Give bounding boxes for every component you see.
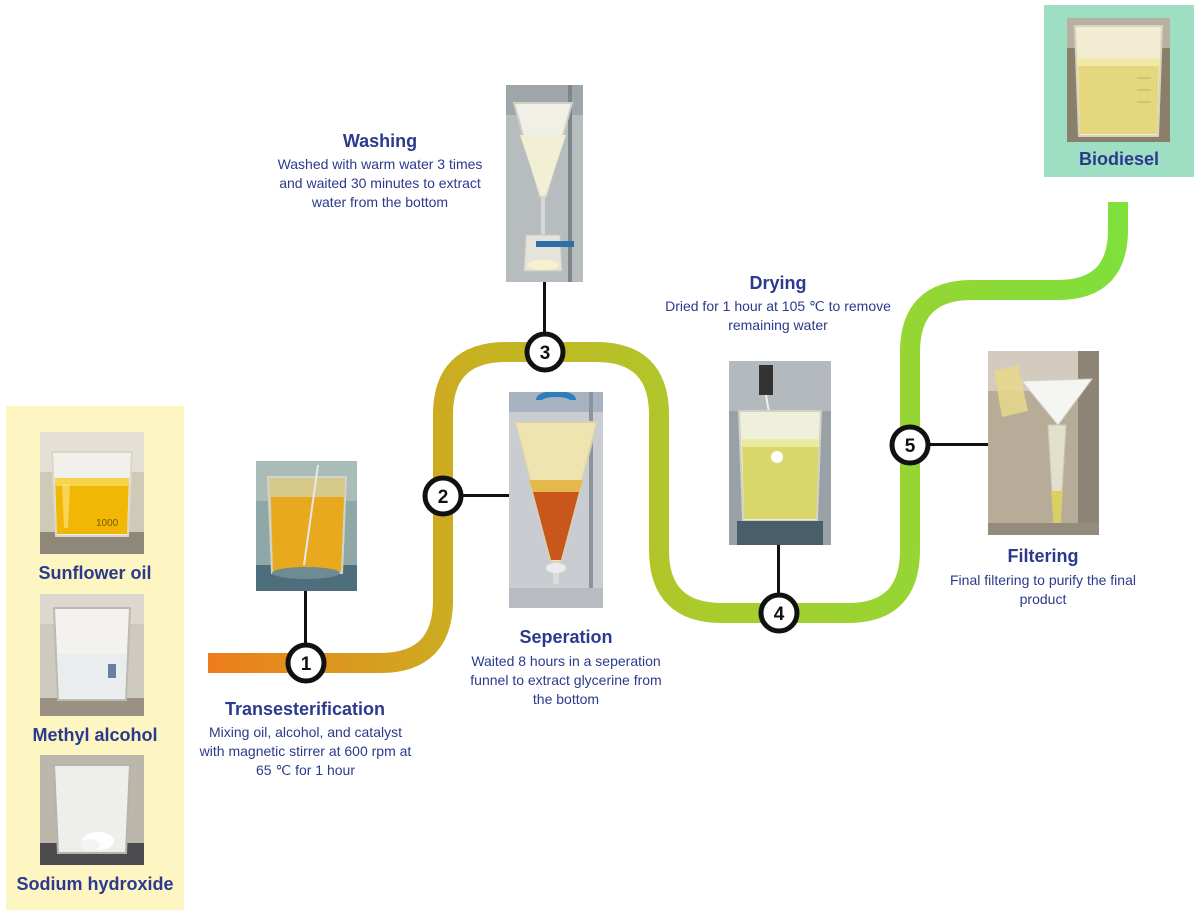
filtering-photo (988, 351, 1099, 535)
connector-line-2 (460, 494, 510, 497)
step-description-washing: Washed with warm water 3 times and waite… (277, 156, 483, 210)
transesterification-photo (256, 461, 357, 591)
step-number-1: 1 (301, 654, 312, 675)
step-description-transesterification: Mixing oil, alcohol, and catalyst with m… (199, 724, 412, 778)
connector-line-4 (777, 545, 780, 597)
biodiesel-photo (1067, 18, 1170, 142)
step-number-5: 5 (905, 436, 916, 457)
output-label-biodiesel: Biodiesel (1078, 149, 1160, 169)
svg-text:1000: 1000 (96, 518, 119, 529)
step-number-2: 2 (438, 487, 449, 508)
methyl-alcohol-photo (40, 594, 144, 716)
input-label-sunflower-oil: Sunflower oil (38, 563, 152, 583)
connector-line-1 (304, 590, 307, 648)
connector-line-3 (543, 282, 546, 334)
step-marker-3: 3 (524, 331, 566, 373)
washing-photo (506, 85, 583, 282)
step-marker-4: 4 (758, 592, 800, 634)
step-title-transesterification: Transesterification (224, 699, 386, 719)
step-marker-2: 2 (422, 475, 464, 517)
step-description-drying: Dried for 1 hour at 105 ℃ to remove rema… (665, 298, 891, 333)
sodium-hydroxide-photo (40, 755, 144, 865)
input-label-methyl-alcohol: Methyl alcohol (32, 725, 158, 745)
step-title-washing: Washing (342, 131, 418, 151)
step-title-filtering: Filtering (1007, 546, 1079, 566)
step-description-seperation: Waited 8 hours in a seperation funnel to… (470, 653, 662, 707)
seperation-photo (509, 392, 603, 608)
step-description-filtering: Final filtering to purify the final prod… (950, 572, 1136, 607)
sunflower-oil-photo: 1000 (40, 432, 144, 554)
step-title-drying: Drying (749, 273, 807, 293)
step-number-3: 3 (540, 343, 551, 364)
input-label-sodium-hydroxide: Sodium hydroxide (16, 874, 174, 894)
connector-line-5 (928, 443, 990, 446)
drying-photo (729, 361, 831, 545)
step-title-seperation: Seperation (519, 627, 613, 647)
step-marker-5: 5 (889, 424, 931, 466)
step-marker-1: 1 (285, 642, 327, 684)
step-number-4: 4 (774, 604, 785, 625)
